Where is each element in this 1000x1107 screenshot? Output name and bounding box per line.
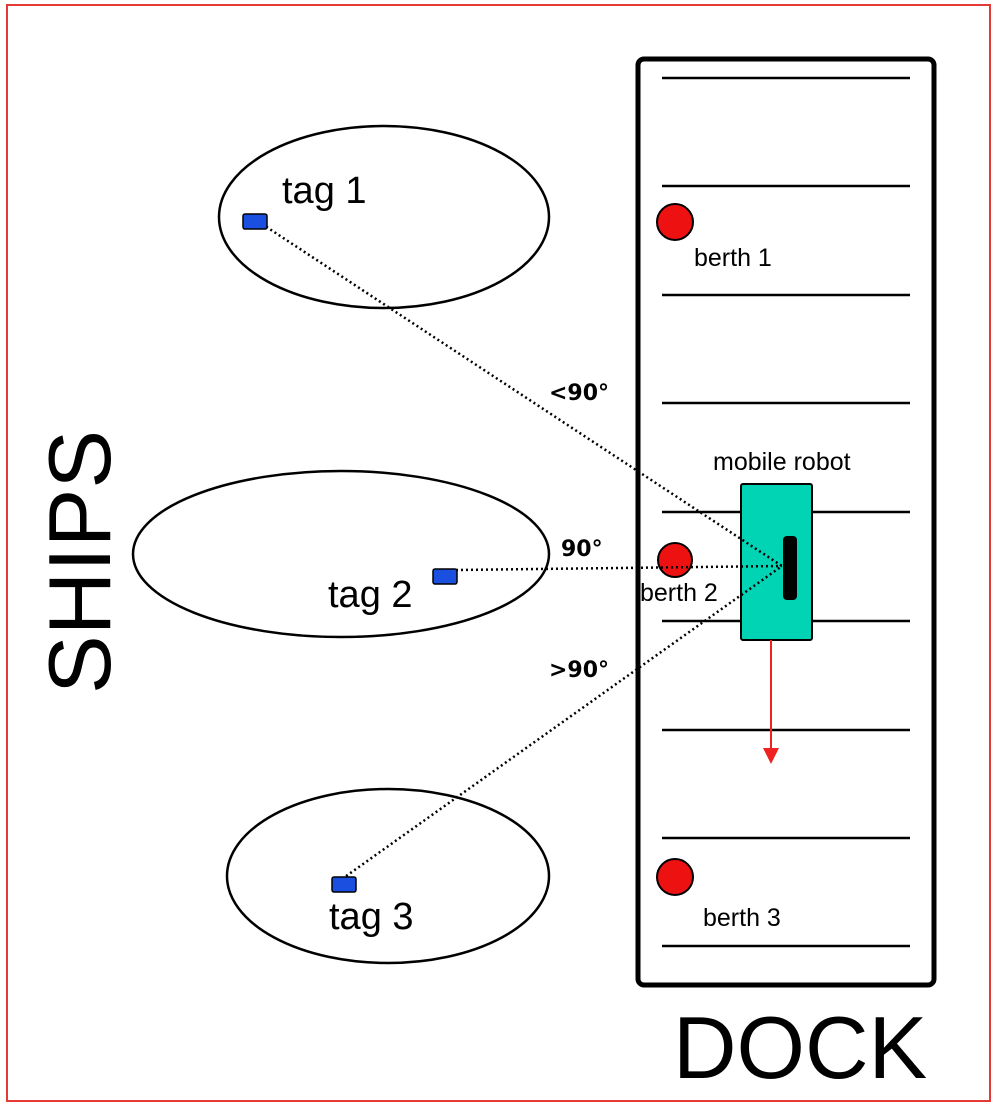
ship-2 (131, 469, 551, 639)
berth-2-label: berth 2 (640, 579, 718, 607)
movement-arrow-head (763, 748, 779, 764)
dock-label: DOCK (673, 998, 927, 1097)
ships-label: SHIPS (30, 430, 129, 694)
ship-1 (217, 124, 551, 310)
tag-3-chip (331, 876, 357, 893)
tag-2-label: tag 2 (328, 574, 413, 616)
sight-line-tag1 (261, 222, 783, 568)
sight-lines (261, 222, 783, 881)
robot-reader (783, 536, 797, 600)
tag-3-label: tag 3 (329, 896, 414, 938)
berth-2-marker (657, 542, 693, 578)
tag-1-chip (242, 213, 268, 230)
sight-line-tag2 (455, 564, 783, 572)
robot-label: mobile robot (713, 448, 851, 476)
angle-less-than-90-label: <90° (549, 381, 609, 406)
ship-3 (225, 787, 551, 965)
tag-1-label: tag 1 (282, 170, 367, 212)
tag-2-chip (432, 568, 458, 585)
berth-1-marker (656, 203, 694, 241)
outer-frame (6, 4, 991, 1102)
angle-greater-than-90-label: >90° (549, 658, 609, 683)
angle-90-label: 90° (561, 537, 603, 562)
berth-3-marker (656, 858, 694, 896)
berth-3-label: berth 3 (703, 904, 781, 932)
berth-1-label: berth 1 (694, 244, 772, 272)
